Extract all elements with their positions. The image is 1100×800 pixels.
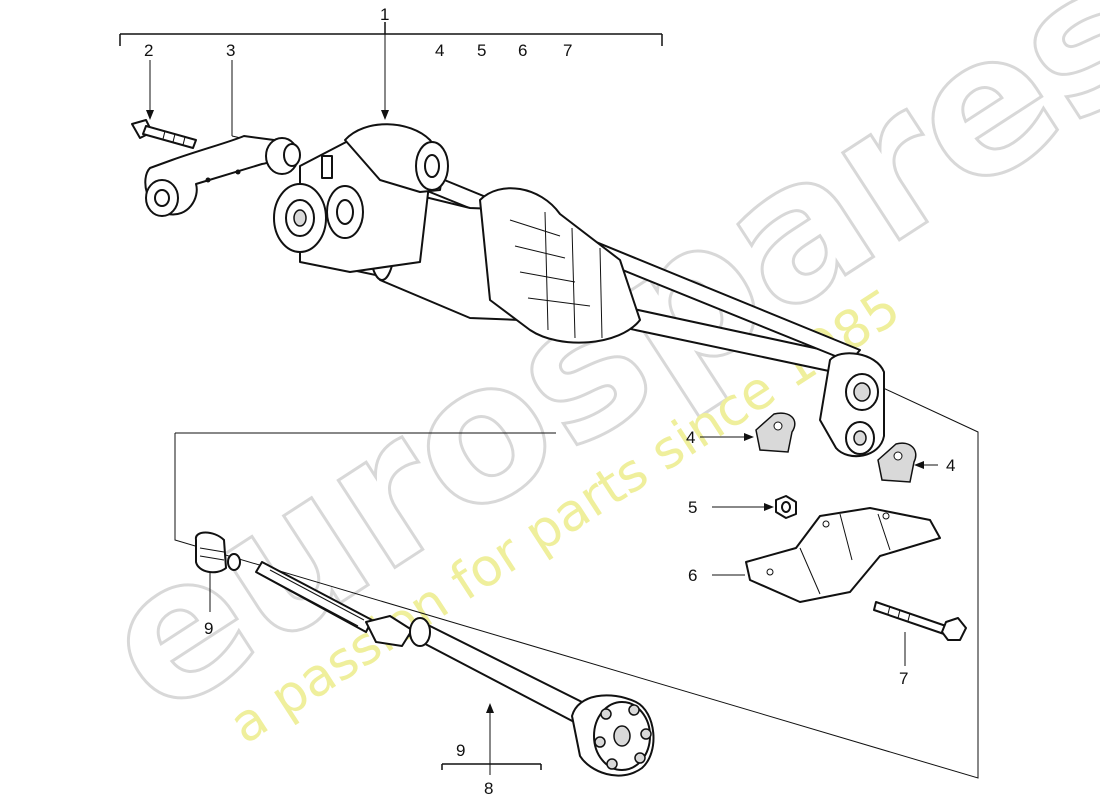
callout-4-left: 4 [686, 428, 695, 447]
callout-labels: 1 2 3 4 5 6 7 4 4 5 6 7 9 9 8 [144, 5, 955, 798]
callout-3: 3 [226, 41, 235, 60]
bolt-part-7 [873, 601, 967, 641]
mounting-bracket-part-6 [745, 507, 941, 603]
drive-shaft-part-8 [255, 561, 655, 777]
callout-7: 7 [899, 669, 908, 688]
nut-part-5 [775, 495, 797, 519]
callout-5-top: 5 [477, 41, 486, 60]
transaxle-assembly-part-1 [273, 123, 885, 457]
bottom-group-bracket [441, 763, 542, 770]
callout-6: 6 [688, 566, 697, 585]
top-group-bracket [119, 22, 663, 46]
watermark: eurospares a passion for parts since 198… [63, 0, 1100, 759]
callout-4-right: 4 [946, 456, 955, 475]
callout-9-bottom: 9 [456, 741, 465, 760]
callout-2: 2 [144, 41, 153, 60]
callout-5: 5 [688, 498, 697, 517]
callout-9-left: 9 [204, 619, 213, 638]
callout-1: 1 [380, 5, 389, 24]
callout-8: 8 [484, 779, 493, 798]
bush-part-9 [194, 531, 241, 574]
bolt-part-2 [131, 119, 197, 149]
callout-6-top: 6 [518, 41, 527, 60]
watermark-logo: eurospares [64, 0, 1100, 758]
callout-7-top: 7 [563, 41, 572, 60]
rubber-pad-part-4-right [877, 442, 917, 483]
callout-4-top: 4 [435, 41, 444, 60]
mount-arm-part-3 [144, 135, 301, 217]
rubber-pad-part-4-left [755, 412, 796, 453]
exploded-frame [174, 379, 979, 779]
